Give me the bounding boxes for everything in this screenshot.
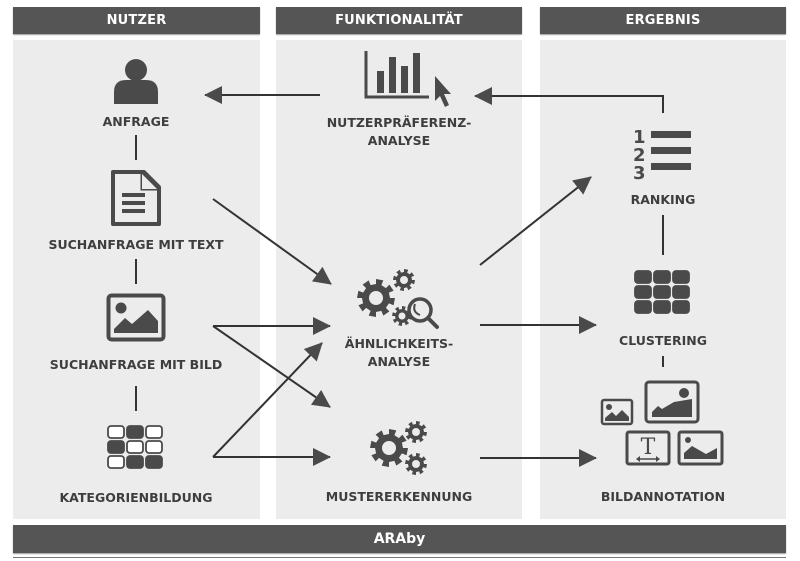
- cluster-grid-cell: [634, 300, 652, 314]
- bar-chart-cursor-icon: [364, 51, 451, 107]
- rank-number-2: 2: [633, 145, 646, 166]
- arrow-bild-to-mustererkennung: [212, 325, 331, 408]
- image-icon: [106, 293, 166, 342]
- node-label-bildannotation: BILDANNOTATION: [600, 489, 726, 504]
- gear-shape: [392, 306, 412, 326]
- image-annotation-icon: T: [600, 380, 724, 466]
- cluster-grid-cell: [653, 270, 671, 284]
- gears-magnifier-icon: [357, 269, 439, 329]
- node-label-suchanfrage-text: SUCHANFRAGE MIT TEXT: [48, 237, 224, 252]
- footer-divider: [13, 557, 786, 558]
- rank-number-3: 3: [633, 163, 646, 183]
- arrow-text-to-aehnlichkeit: [212, 198, 332, 285]
- category-grid-cell: [126, 440, 144, 454]
- category-grid-cell: [107, 425, 125, 439]
- gear-shape: [370, 429, 408, 467]
- category-grid-icon: [107, 425, 163, 469]
- gear-shape: [405, 453, 427, 475]
- gear-shape: [393, 269, 415, 291]
- category-grid-cell: [145, 455, 163, 469]
- node-label-mustererkennung: MUSTERERKENNUNG: [325, 489, 473, 504]
- rank-number-1: 1: [633, 127, 646, 148]
- user-icon: [114, 59, 158, 104]
- node-label-ranking: RANKING: [630, 192, 696, 207]
- gear-shape: [405, 421, 427, 443]
- node-label-line2: ANALYSE: [367, 133, 431, 148]
- text-glyph: T: [641, 435, 656, 460]
- node-label-line1: NUTZERPRÄFERENZ-: [326, 115, 472, 130]
- ranked-list-icon: 1 2 3: [633, 127, 691, 183]
- category-grid-cell: [107, 440, 125, 454]
- node-label-line2: ANALYSE: [367, 354, 431, 369]
- cluster-grid-cell: [672, 300, 690, 314]
- cluster-grid-cell: [672, 270, 690, 284]
- document-icon: [111, 170, 161, 226]
- category-grid-cell: [145, 440, 163, 454]
- cluster-grid-cell: [634, 285, 652, 299]
- footer-bar: ARAby: [13, 525, 786, 553]
- column-header-ergebnis: ERGEBNIS: [540, 7, 786, 34]
- arrow-ranking-to-praeferenz: [474, 87, 664, 113]
- cluster-grid-cell: [634, 270, 652, 284]
- cluster-grid-cell: [653, 300, 671, 314]
- category-grid-cell: [107, 455, 125, 469]
- node-label-nutzerpraeferenz: NUTZERPRÄFERENZ- ANALYSE: [327, 114, 472, 150]
- arrow-kategorien-to-aehnlichkeit: [212, 342, 323, 458]
- cluster-grid-icon: [634, 270, 690, 314]
- node-label-clustering: CLUSTERING: [619, 333, 707, 348]
- category-grid-cell: [145, 425, 163, 439]
- gears-icon: [370, 421, 427, 475]
- gear-shape: [357, 279, 395, 317]
- node-label-kategorienbildung: KATEGORIENBILDUNG: [59, 490, 213, 505]
- node-label-aehnlichkeit: ÄHNLICHKEITS- ANALYSE: [345, 335, 453, 371]
- category-grid-cell: [126, 455, 144, 469]
- node-label-suchanfrage-bild: SUCHANFRAGE MIT BILD: [49, 357, 223, 372]
- column-header-funktionalitaet: FUNKTIONALITÄT: [276, 7, 522, 34]
- arrow-aehnlichkeit-to-ranking: [479, 176, 592, 266]
- column-header-nutzer: NUTZER: [13, 7, 260, 34]
- category-grid-cell: [126, 425, 144, 439]
- node-label-anfrage: ANFRAGE: [102, 114, 170, 129]
- node-label-line1: ÄHNLICHKEITS-: [344, 336, 454, 351]
- cluster-grid-cell: [672, 285, 690, 299]
- cluster-grid-cell: [653, 285, 671, 299]
